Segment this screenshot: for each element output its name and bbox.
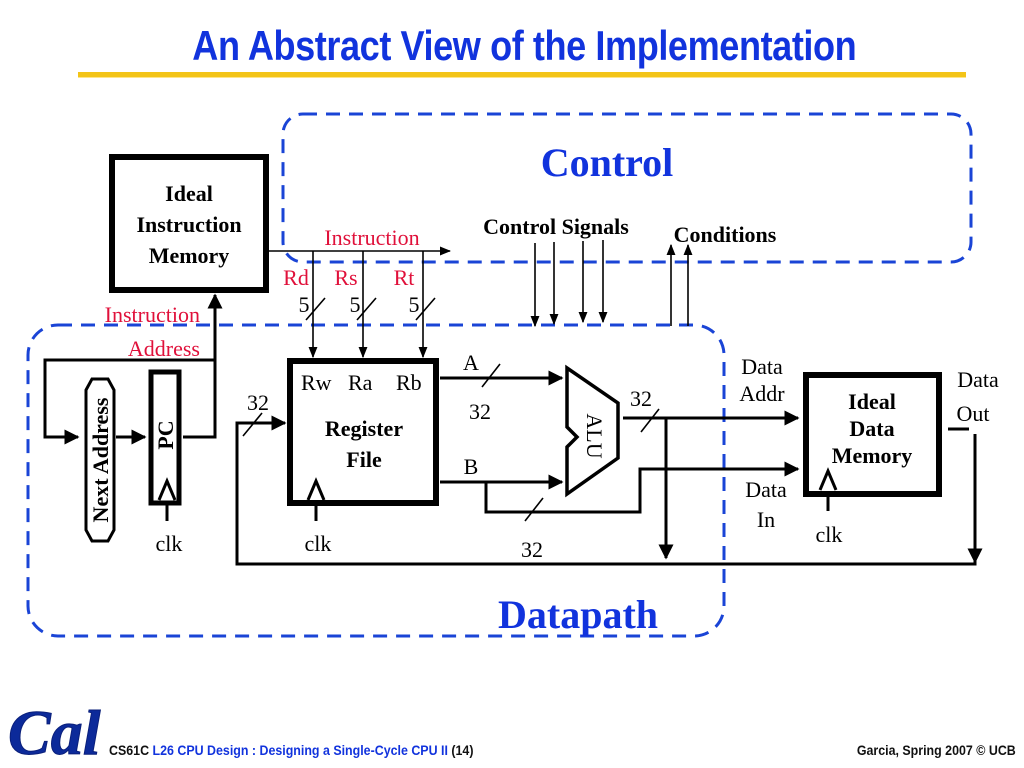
rd-width-label: 5 bbox=[299, 292, 310, 317]
rw-port-label: Rw bbox=[301, 370, 332, 395]
register-file-clock-edge-icon bbox=[306, 477, 326, 501]
ra-port-label: Ra bbox=[348, 370, 373, 395]
rt-width-label: 5 bbox=[409, 292, 420, 317]
cal-logo-text: Cal bbox=[8, 697, 101, 764]
data-memory-clk-label: clk bbox=[816, 522, 843, 547]
title-underline bbox=[78, 72, 966, 78]
footer-course-info: CS61C L26 CPU Design : Designing a Singl… bbox=[109, 743, 473, 758]
rd-label: Rd bbox=[283, 265, 309, 290]
control-region-outline bbox=[281, 112, 973, 264]
alu-block: ALU bbox=[565, 364, 620, 498]
register-file-clk-label: clk bbox=[305, 531, 332, 556]
register-file-label-1: Register bbox=[325, 416, 403, 441]
register-file-block: Rw Ra Rb Register File bbox=[287, 358, 439, 521]
data-in-label-2: In bbox=[757, 507, 775, 532]
instruction-address-label-2: Address bbox=[128, 336, 200, 361]
pc-clk-label: clk bbox=[156, 531, 183, 556]
rt-label: Rt bbox=[394, 265, 415, 290]
instruction-memory-label-3: Memory bbox=[149, 243, 230, 268]
next-address-label: Next Address bbox=[88, 397, 113, 522]
data-in-width-label: 32 bbox=[521, 537, 543, 562]
data-memory-clock-edge-icon bbox=[818, 467, 838, 491]
datapath-region-outline bbox=[26, 323, 726, 638]
write-data-width-label: 32 bbox=[247, 390, 269, 415]
alu-result-width-label: 32 bbox=[630, 386, 652, 411]
data-out-label-1: Data bbox=[957, 367, 999, 392]
rb-port-label: Rb bbox=[396, 370, 422, 395]
datapath-region-label: Datapath bbox=[498, 592, 658, 637]
footer-course: CS61C bbox=[109, 743, 150, 758]
data-memory-label-3: Memory bbox=[832, 443, 913, 468]
control-region-label: Control bbox=[541, 140, 674, 185]
instruction-address-wire bbox=[183, 293, 223, 439]
next-address-block: Next Address bbox=[84, 377, 116, 543]
data-addr-label-1: Data bbox=[741, 354, 783, 379]
instruction-memory-block: Ideal Instruction Memory bbox=[109, 154, 269, 293]
instruction-memory-label-2: Instruction bbox=[136, 212, 241, 237]
bus-b-label: B bbox=[464, 454, 479, 479]
footer-page-number: (14) bbox=[451, 743, 474, 758]
pc-clock-edge-icon bbox=[157, 477, 177, 501]
instruction-label: Instruction bbox=[324, 225, 419, 250]
rs-width-label: 5 bbox=[350, 292, 361, 317]
pc-register: PC bbox=[148, 369, 182, 521]
pc-label: PC bbox=[153, 420, 178, 449]
instruction-memory-label-1: Ideal bbox=[165, 181, 213, 206]
slide-title: An Abstract View of the Implementation bbox=[192, 22, 857, 69]
data-memory-label-1: Ideal bbox=[848, 389, 896, 414]
instruction-address-label-1: Instruction bbox=[105, 302, 200, 327]
conditions-label: Conditions bbox=[674, 222, 777, 247]
footer-credit: Garcia, Spring 2007 © UCB bbox=[857, 743, 1016, 758]
alu-label: ALU bbox=[582, 413, 607, 458]
bus-a-label: A bbox=[463, 350, 479, 375]
footer-lecture: L26 CPU Design : Designing a Single-Cycl… bbox=[152, 743, 448, 758]
data-in-label-1: Data bbox=[745, 477, 787, 502]
data-addr-label-2: Addr bbox=[739, 381, 785, 406]
data-memory-label-2: Data bbox=[849, 416, 894, 441]
register-file-label-2: File bbox=[346, 447, 382, 472]
cal-logo: Cal bbox=[8, 697, 102, 765]
control-signals-label: Control Signals bbox=[483, 214, 629, 239]
next-address-feedback-wire bbox=[43, 358, 215, 445]
data-memory-block: Ideal Data Memory bbox=[803, 372, 942, 511]
data-in-wire bbox=[484, 461, 800, 514]
rs-label: Rs bbox=[334, 265, 357, 290]
bus-a-width-label: 32 bbox=[469, 399, 491, 424]
data-out-label-2: Out bbox=[957, 401, 990, 426]
